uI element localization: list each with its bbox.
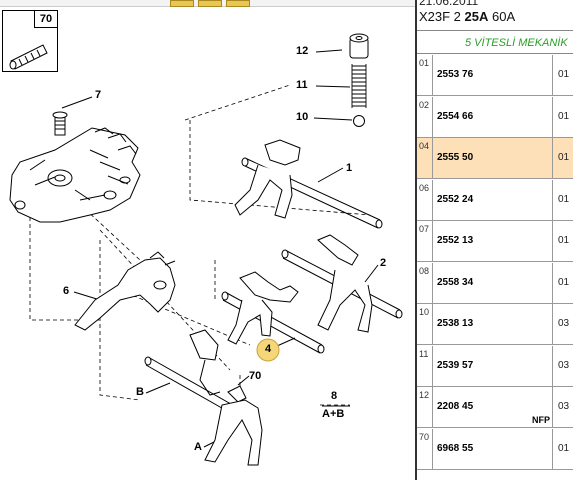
row-part-ref: 6968 55 xyxy=(435,428,553,469)
exploded-parts-diagram: 70 12 11 10 7 1 2 6 4 70 B 8 A+B A xyxy=(0,0,415,466)
nfp-badge: NFP xyxy=(532,415,550,425)
row-index: 08 xyxy=(417,262,433,303)
row-part-ref: 2558 34 xyxy=(435,262,553,303)
row-quantity: 03 xyxy=(558,401,570,412)
toolbar-tool-icon[interactable] xyxy=(226,0,250,7)
row-quantity: 01 xyxy=(558,110,570,122)
callout-6[interactable]: 6 xyxy=(63,285,70,297)
toolbar-tool-icon[interactable] xyxy=(198,0,222,7)
callout-8[interactable]: 8 xyxy=(331,390,338,402)
callout-10[interactable]: 10 xyxy=(296,111,309,123)
row-index: 04 xyxy=(417,138,433,178)
callout-12[interactable]: 12 xyxy=(296,45,309,57)
pin-icon xyxy=(9,44,48,70)
callout-A[interactable]: A xyxy=(194,441,202,453)
row-quantity: 01 xyxy=(558,276,570,288)
row-part-ref: 2555 50 xyxy=(435,138,553,178)
row-quantity: 01 xyxy=(558,193,570,205)
callout-11[interactable]: 11 xyxy=(296,79,308,91)
row-part-ref: 2554 66 xyxy=(435,96,553,137)
row-index: 12 xyxy=(417,387,433,427)
callout-1[interactable]: 1 xyxy=(346,162,353,174)
row-quantity: 01 xyxy=(558,442,570,454)
gearbox-type-header: 5 VİTESLİ MEKANİK xyxy=(417,30,573,54)
toolbar-tool-icon[interactable] xyxy=(170,0,194,7)
inset-label: 70 xyxy=(34,11,57,28)
row-index: 06 xyxy=(417,179,433,220)
row-quantity: 01 xyxy=(558,235,570,246)
row-index: 11 xyxy=(417,345,433,386)
row-quantity: 03 xyxy=(558,359,570,371)
row-index: 70 xyxy=(417,428,433,469)
model-code: X23F 2 25A 60A xyxy=(419,9,516,24)
row-part-ref: 2539 57 xyxy=(435,345,553,386)
row-quantity: 01 xyxy=(558,69,570,80)
callout-7[interactable]: 7 xyxy=(95,89,102,101)
row-part-ref: 2553 76 xyxy=(435,55,553,95)
panel-divider[interactable] xyxy=(415,0,417,480)
callout-B[interactable]: B xyxy=(136,386,144,398)
inset-part-70[interactable]: 70 xyxy=(2,10,58,72)
callout-A-plus-B[interactable]: A+B xyxy=(322,408,345,420)
row-part-ref: 2538 13 xyxy=(435,304,553,344)
catalog-date: 21.06.2011 xyxy=(419,0,479,8)
diagram-toolbar xyxy=(0,0,415,7)
row-part-ref: 2552 24 xyxy=(435,179,553,220)
callout-70[interactable]: 70 xyxy=(249,370,262,382)
row-index: 10 xyxy=(417,304,433,344)
row-part-ref: 2552 13 xyxy=(435,221,553,261)
row-quantity: 03 xyxy=(558,318,570,329)
row-index: 01 xyxy=(417,55,433,95)
row-index: 07 xyxy=(417,221,433,261)
callout-2[interactable]: 2 xyxy=(380,257,387,269)
diagram-drawing xyxy=(9,33,403,466)
row-index: 02 xyxy=(417,96,433,137)
parts-list-panel: 21.06.2011 X23F 2 25A 60A 5 VİTESLİ MEKA… xyxy=(417,0,573,480)
row-quantity: 01 xyxy=(558,152,570,163)
callout-4[interactable]: 4 xyxy=(265,343,272,355)
